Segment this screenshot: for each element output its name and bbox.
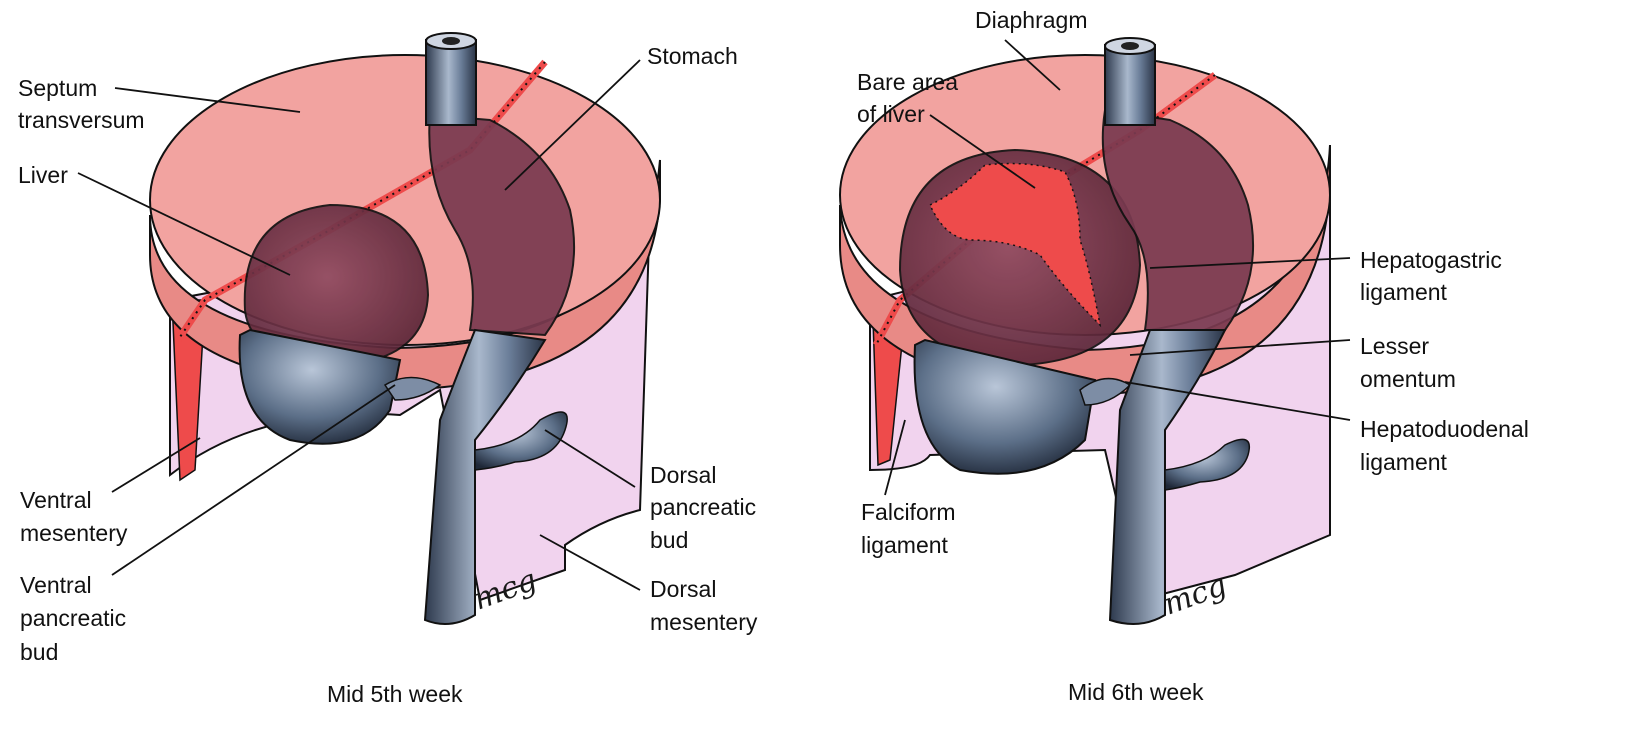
label-diaphragm: Diaphragm bbox=[975, 7, 1088, 33]
esophagus-2 bbox=[1105, 45, 1155, 125]
label-hepatoduodenal-ligament: Hepatoduodenal ligament bbox=[1360, 416, 1535, 475]
label-hepatogastric-ligament: Hepatogastric ligament bbox=[1360, 247, 1508, 305]
label-lesser-omentum: Lesser omentum bbox=[1360, 333, 1456, 392]
label-stomach: Stomach bbox=[647, 43, 738, 69]
caption-mid-5th-week: Mid 5th week bbox=[327, 681, 463, 707]
label-falciform-ligament: Falciform ligament bbox=[861, 499, 962, 558]
label-ventral-pancreatic-bud: Ventral pancreatic bud bbox=[20, 572, 133, 665]
label-liver: Liver bbox=[18, 162, 68, 188]
label-ventral-mesentery: Ventral mesentery bbox=[20, 487, 128, 546]
ventral-pancreatic-bud-shape bbox=[385, 378, 440, 401]
panel-mid-5th-week: mcg bbox=[150, 33, 660, 624]
label-septum-transversum: Septum transversum bbox=[18, 75, 145, 133]
esophagus bbox=[426, 40, 476, 125]
caption-mid-6th-week: Mid 6th week bbox=[1068, 679, 1204, 705]
label-dorsal-mesentery: Dorsal mesentery bbox=[650, 576, 758, 635]
label-dorsal-pancreatic-bud: Dorsal pancreatic bud bbox=[650, 462, 763, 553]
